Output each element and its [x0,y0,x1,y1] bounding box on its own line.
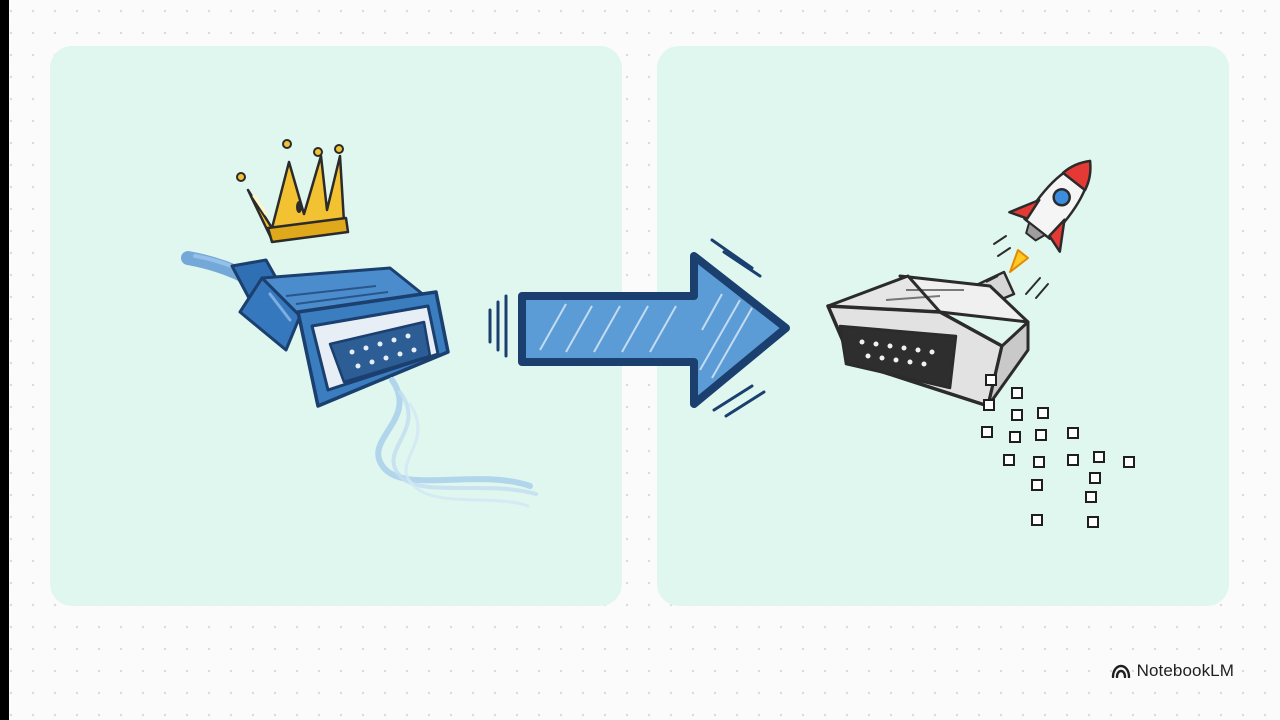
data-bits [981,374,1135,528]
new-connector [826,270,1030,408]
old-serial-cable [181,251,450,408]
notebooklm-logo-icon [1111,664,1130,678]
left-edge-bar [0,0,9,720]
notebooklm-brand: NotebookLM [1111,660,1234,682]
brand-name: NotebookLM [1136,661,1234,680]
crown-icon [236,139,350,244]
arrow-right-icon [488,238,790,418]
rocket-icon [993,159,1092,299]
faded-cable-tail [375,377,538,508]
